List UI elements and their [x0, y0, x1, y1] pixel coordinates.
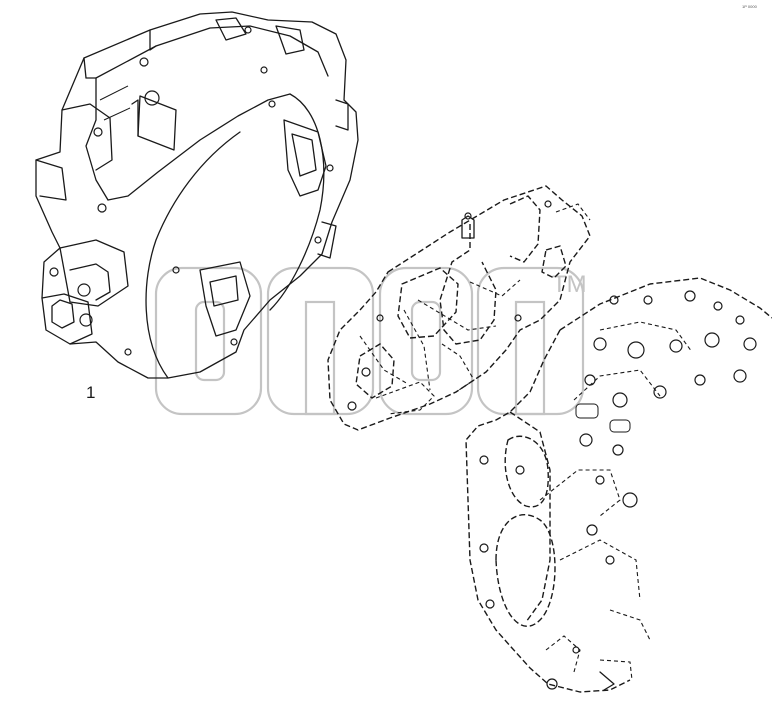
watermark-logo: TM — [154, 266, 587, 416]
callout-number-1: 1 — [86, 383, 95, 402]
engine-block-dashed-drawing — [465, 277, 772, 693]
timing-cover-dashed-drawing — [327, 185, 591, 431]
trademark-label: TM — [552, 271, 587, 298]
flywheel-housing-drawing — [35, 11, 359, 379]
corner-code: 1P 0000 — [742, 4, 758, 9]
